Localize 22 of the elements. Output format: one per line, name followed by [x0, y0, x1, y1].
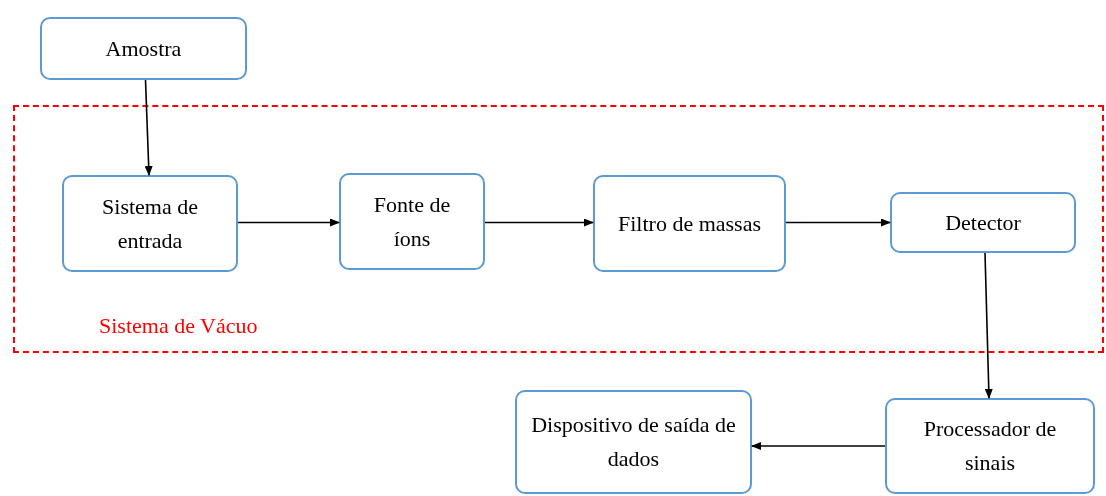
arrow — [484, 218, 594, 227]
arrow — [751, 442, 886, 450]
region-label: Sistema de Vácuo — [99, 313, 258, 339]
process-box — [62, 175, 238, 272]
arrow — [144, 79, 153, 176]
box-label: Dispositivo de saída de dados — [531, 411, 736, 473]
arrow — [984, 252, 993, 399]
box-label: Fonte de íons — [372, 190, 452, 253]
arrow — [237, 218, 340, 227]
process-box — [339, 173, 485, 270]
box-label: Processador de sinais — [922, 415, 1058, 477]
arrow — [785, 218, 891, 227]
process-box — [593, 175, 786, 272]
box-label: Sistema de entrada — [101, 192, 199, 255]
process-box — [890, 192, 1076, 253]
process-box — [885, 398, 1095, 494]
process-box — [515, 390, 752, 494]
box-label: Filtro de massas — [618, 209, 761, 238]
vacuum-region — [13, 105, 1104, 353]
box-label: Amostra — [105, 34, 182, 63]
process-box — [40, 17, 247, 80]
box-label: Detector — [945, 208, 1021, 237]
